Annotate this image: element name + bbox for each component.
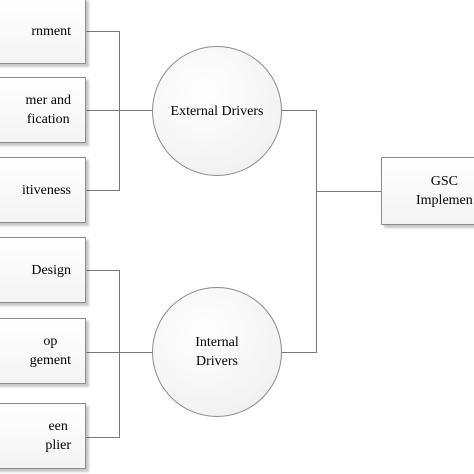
left-box-green-supplier: een plier — [0, 403, 86, 469]
left-box-customer-certification-label: mer and fication — [25, 93, 71, 127]
connector-internal-top — [86, 270, 120, 438]
left-box-competitiveness: itiveness — [0, 157, 86, 223]
left-box-design: Design — [0, 237, 86, 303]
left-box-environment: rnment — [0, 0, 86, 64]
left-box-customer-certification: mer and fication — [0, 77, 86, 143]
internal-drivers-circle: Internal Drivers — [152, 287, 282, 417]
left-box-loop-management: op gement — [0, 318, 86, 384]
left-box-green-supplier-label: een plier — [45, 419, 71, 453]
connector-drivers-merge — [282, 110, 317, 353]
left-box-loop-management-label: op gement — [29, 334, 71, 368]
implementation-box: GSC Implemen — [381, 157, 474, 225]
left-box-competitiveness-label: itiveness — [22, 182, 71, 198]
implementation-label: GSC Implemen — [416, 174, 473, 208]
internal-drivers-label: Internal Drivers — [195, 335, 239, 369]
external-drivers-label: External Drivers — [170, 103, 264, 119]
left-box-environment-label: rnment — [31, 23, 71, 39]
left-box-design-label: Design — [31, 262, 71, 278]
external-drivers-circle: External Drivers — [152, 46, 282, 176]
